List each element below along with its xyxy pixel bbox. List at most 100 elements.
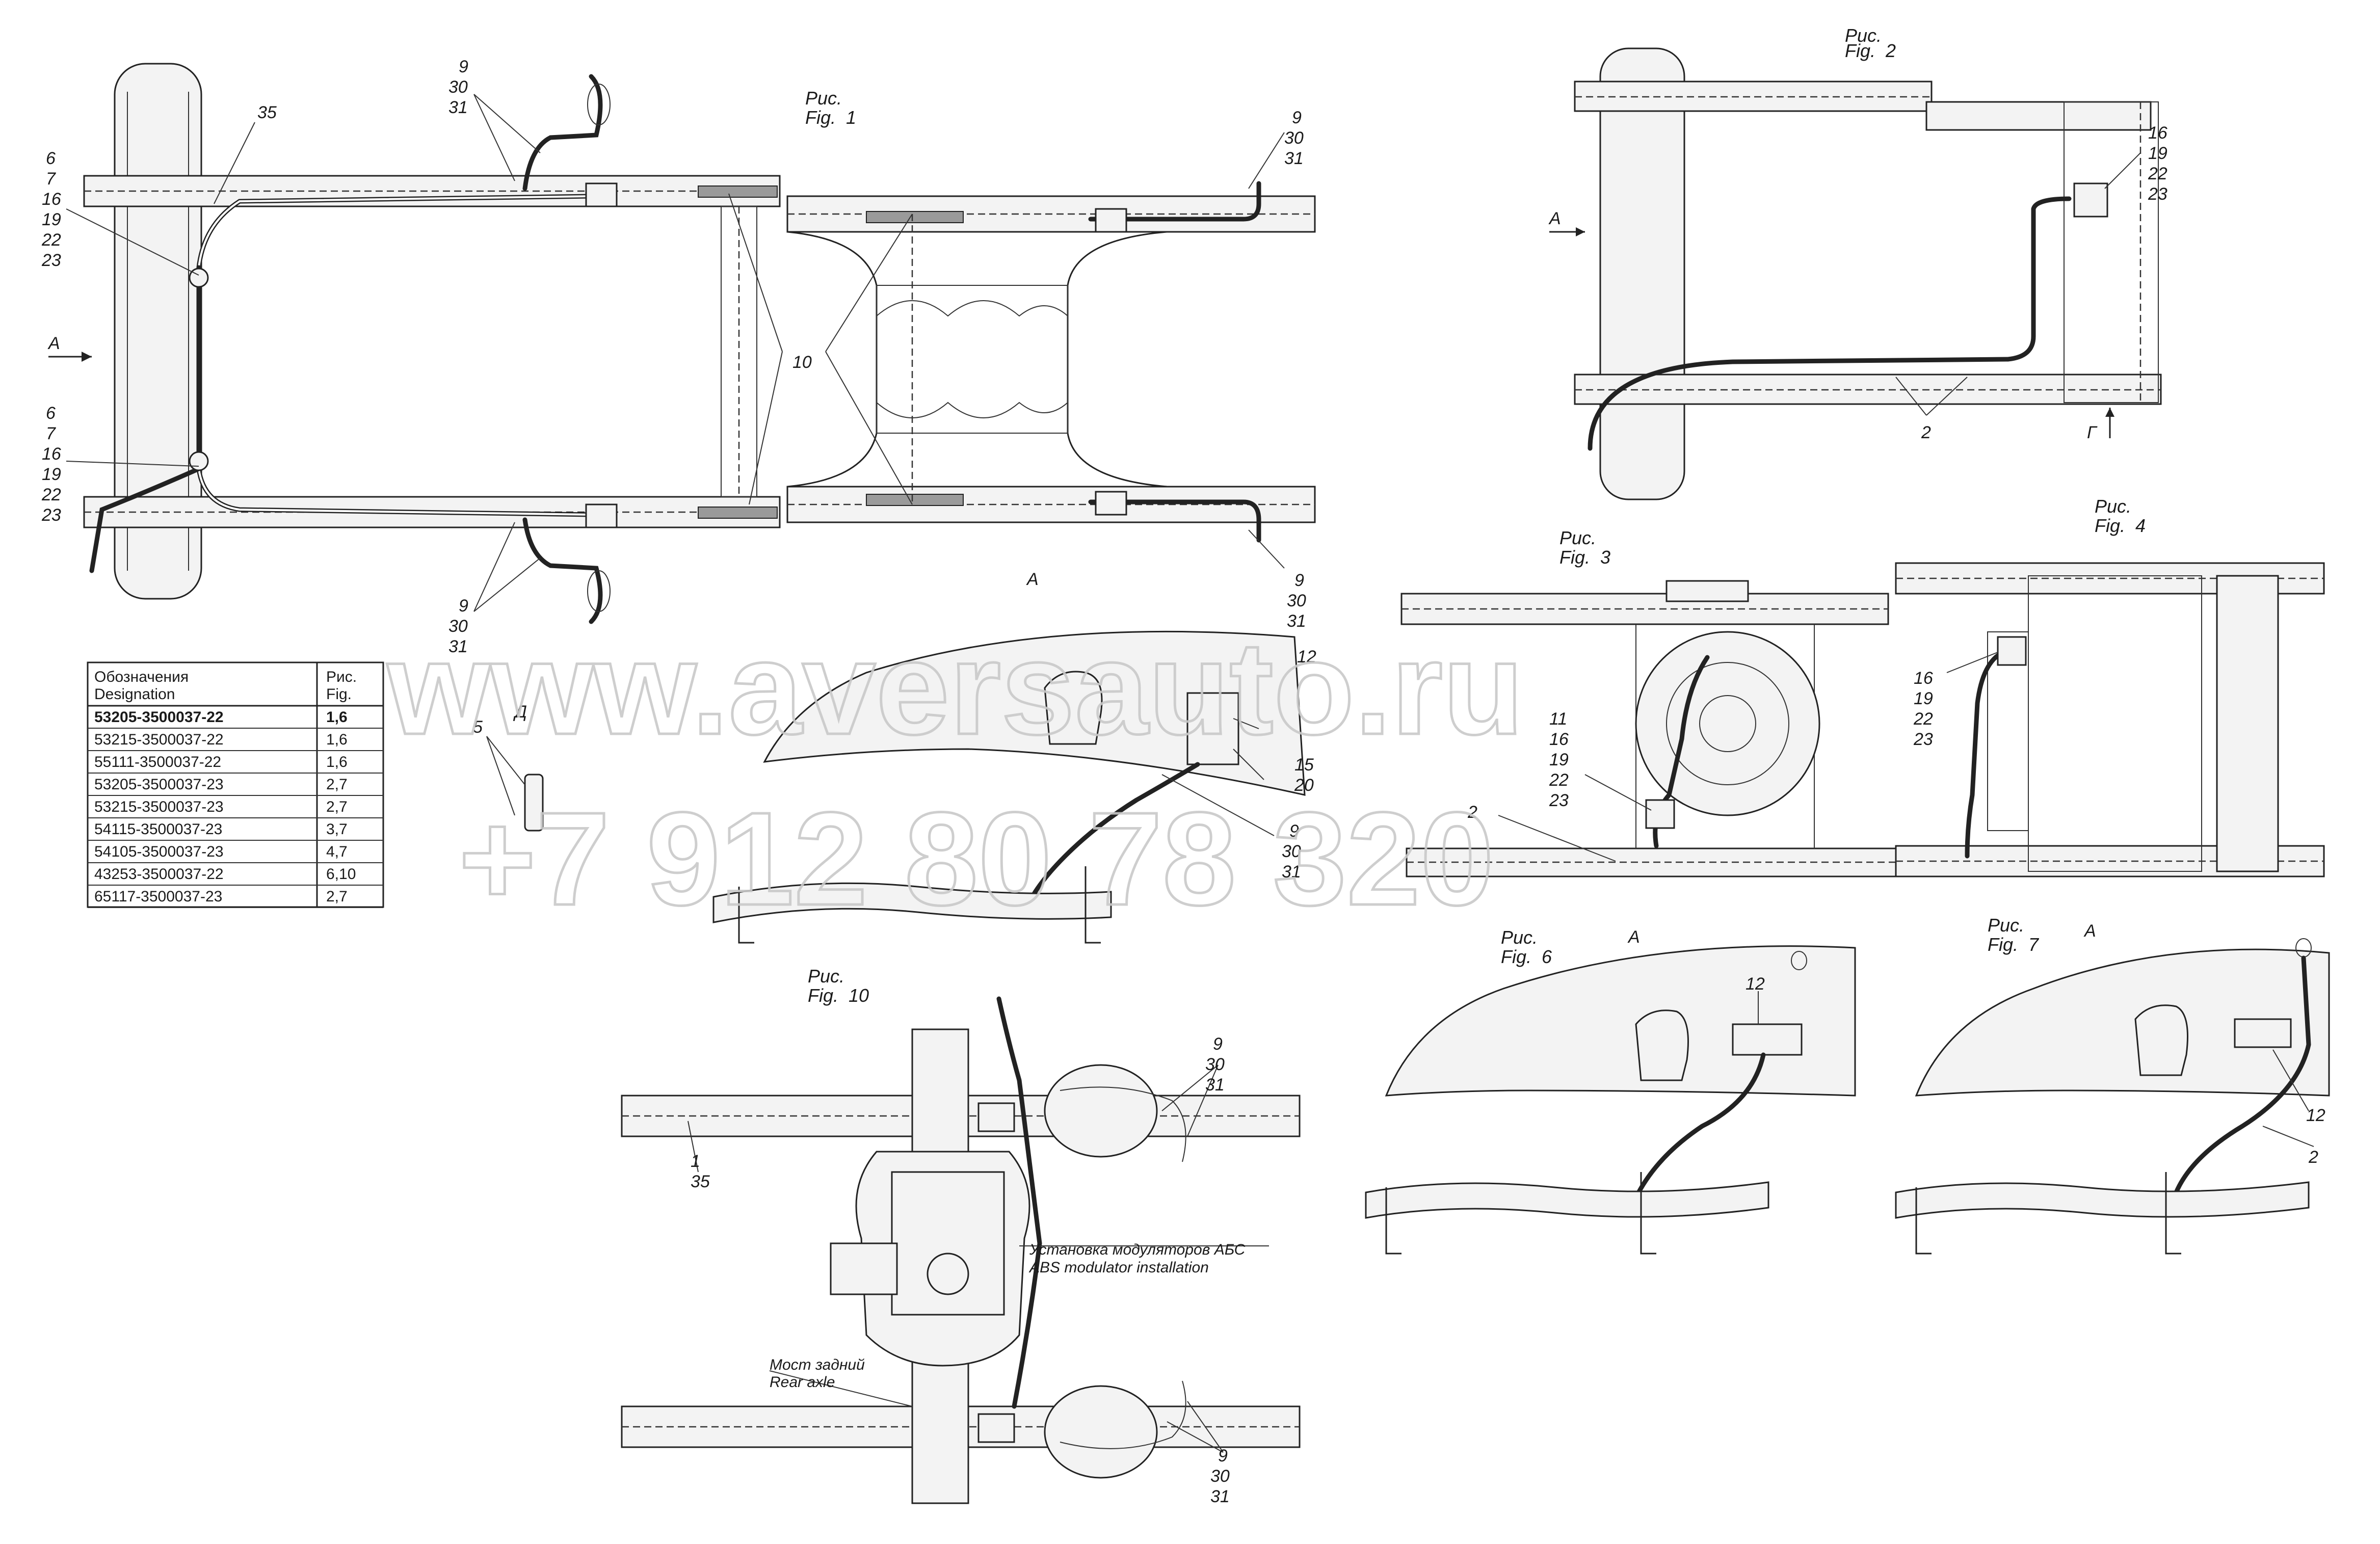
callout: 9 xyxy=(1213,1034,1223,1054)
callout: 30 xyxy=(1282,842,1301,861)
view-a-cab-panel xyxy=(763,630,1306,796)
callout: 31 xyxy=(1282,862,1301,882)
fig10-modulator xyxy=(977,1102,1015,1132)
callout: 6 xyxy=(46,404,56,423)
note-abs-ru: Установка модуляторов АБС xyxy=(1029,1241,1246,1258)
callout: 31 xyxy=(448,637,468,656)
fig6-frame xyxy=(1365,1181,1769,1219)
callout: 31 xyxy=(1284,149,1304,168)
callout: 30 xyxy=(448,617,468,636)
view-label-a: А xyxy=(2083,921,2096,941)
view-d-sensor xyxy=(524,774,544,832)
fig10-caption-en: Fig. xyxy=(808,985,838,1006)
table-cell-designation: 53215-3500037-22 xyxy=(94,731,224,748)
fig1-bracket xyxy=(866,494,964,506)
callout: 19 xyxy=(42,465,61,484)
table-cell-fig: 3,7 xyxy=(326,821,348,838)
callout: 9 xyxy=(1294,571,1304,590)
fig2-rail-right xyxy=(1925,101,2152,131)
fig6-cab-panel xyxy=(1385,945,1856,1097)
fig3-caption-en: Fig. xyxy=(1559,547,1590,568)
view-a-cable xyxy=(1027,762,1200,904)
fig7-caption-ru: Рис. xyxy=(1988,915,2024,936)
callout: 23 xyxy=(1549,791,1569,810)
figure-7 xyxy=(1895,938,2330,1255)
fig4-caption-num: 4 xyxy=(2135,515,2146,536)
view-a-seat xyxy=(1044,671,1103,745)
fig10-caption-num: 10 xyxy=(849,985,869,1006)
watermark-phone: +7 912 80 78 320 xyxy=(459,785,1494,933)
fig6-caption-num: 6 xyxy=(1542,946,1552,967)
figure-10 xyxy=(621,996,1301,1504)
fig1-cable-tail xyxy=(89,466,201,573)
figure-6 xyxy=(1365,945,1856,1255)
fig1-modulator xyxy=(585,503,618,528)
callout: 35 xyxy=(691,1172,710,1191)
fig3-connector xyxy=(1645,799,1675,829)
view-label-a: А xyxy=(1026,570,1039,589)
fig3-caption-ru: Рис. xyxy=(1559,527,1596,548)
view-a-cab xyxy=(712,630,1306,944)
figure-3-labels: Рис. Fig. 3 11 16 19 22 23 2 xyxy=(1467,527,1610,822)
fig4-tank xyxy=(2028,575,2202,872)
callout: 31 xyxy=(1210,1487,1230,1506)
callout: 30 xyxy=(1205,1055,1225,1074)
callout: 9 xyxy=(1218,1446,1228,1466)
fig6-seat xyxy=(1635,1009,1689,1081)
table-cell-fig: 1,6 xyxy=(326,754,348,770)
fig7-frame xyxy=(1895,1181,2310,1219)
fig7-caption-en: Fig. xyxy=(1988,934,2018,955)
table-cell-fig: 1,6 xyxy=(326,709,348,726)
callout: 23 xyxy=(1913,730,1933,749)
callout: 19 xyxy=(1549,750,1569,769)
watermark-site: www.aversauto.ru xyxy=(385,615,1524,762)
fig7-module-12 xyxy=(2234,1018,2292,1048)
table-cell-designation: 53205-3500037-22 xyxy=(94,709,224,726)
callout: 15 xyxy=(1294,755,1314,775)
callout: 22 xyxy=(1913,709,1933,729)
callout: 9 xyxy=(459,596,468,616)
fig2-tank xyxy=(2064,101,2159,403)
callout: 2 xyxy=(1467,803,1477,822)
figure-2-labels: Рис. Fig. 2 А Г 16 19 22 23 2 xyxy=(1548,25,2167,442)
callout: 2 xyxy=(1921,423,1931,442)
fig3-caption-num: 3 xyxy=(1600,547,1610,568)
view-label-a: А xyxy=(47,334,60,353)
callout: 12 xyxy=(1297,647,1316,667)
callout: 12 xyxy=(2306,1106,2325,1125)
table-cell-designation: 54105-3500037-23 xyxy=(94,843,224,860)
fig1-modulator xyxy=(585,182,618,207)
callout: 1 xyxy=(691,1152,700,1171)
fig10-pinion xyxy=(927,1253,969,1295)
fig1-caption-num: 1 xyxy=(846,107,856,128)
callout: 16 xyxy=(1914,669,1933,688)
fig10-brake-chamber xyxy=(1044,1064,1158,1158)
callout: 22 xyxy=(1549,770,1569,790)
figure-1-labels: Рис. Fig. 1 А 6 7 16 19 22 23 6 7 16 19 … xyxy=(41,57,1306,656)
table-header-designation-ru: Обозначения xyxy=(94,669,189,685)
callout: 30 xyxy=(448,77,468,97)
fig2-caption-num: 2 xyxy=(1885,40,1896,61)
fig1-bracket xyxy=(866,211,964,223)
callout: 20 xyxy=(1294,776,1314,795)
fig3-fifth-wheel xyxy=(1635,631,1820,816)
fig10-modulator xyxy=(977,1413,1015,1443)
callout: 19 xyxy=(2148,144,2167,163)
fig10-cable xyxy=(996,996,1042,1409)
fig4-cable xyxy=(1965,650,2005,859)
fig6-caption-en: Fig. xyxy=(1501,946,1531,967)
fig10-flange xyxy=(830,1242,898,1295)
figure-1 xyxy=(48,63,1316,624)
callout: 22 xyxy=(41,230,61,250)
figure-4 xyxy=(1895,562,2325,877)
note-axle-en: Rear axle xyxy=(770,1374,835,1391)
table-cell-designation: 53205-3500037-23 xyxy=(94,776,224,793)
watermark: www.aversauto.ru +7 912 80 78 320 xyxy=(384,614,1525,935)
callout: 9 xyxy=(1289,821,1299,841)
callout: 7 xyxy=(46,169,56,189)
fig1-bracket xyxy=(698,185,778,198)
figure-6-labels: Рис. Fig. 6 А 12 xyxy=(1501,927,1765,994)
view-label-a: А xyxy=(1627,927,1640,947)
